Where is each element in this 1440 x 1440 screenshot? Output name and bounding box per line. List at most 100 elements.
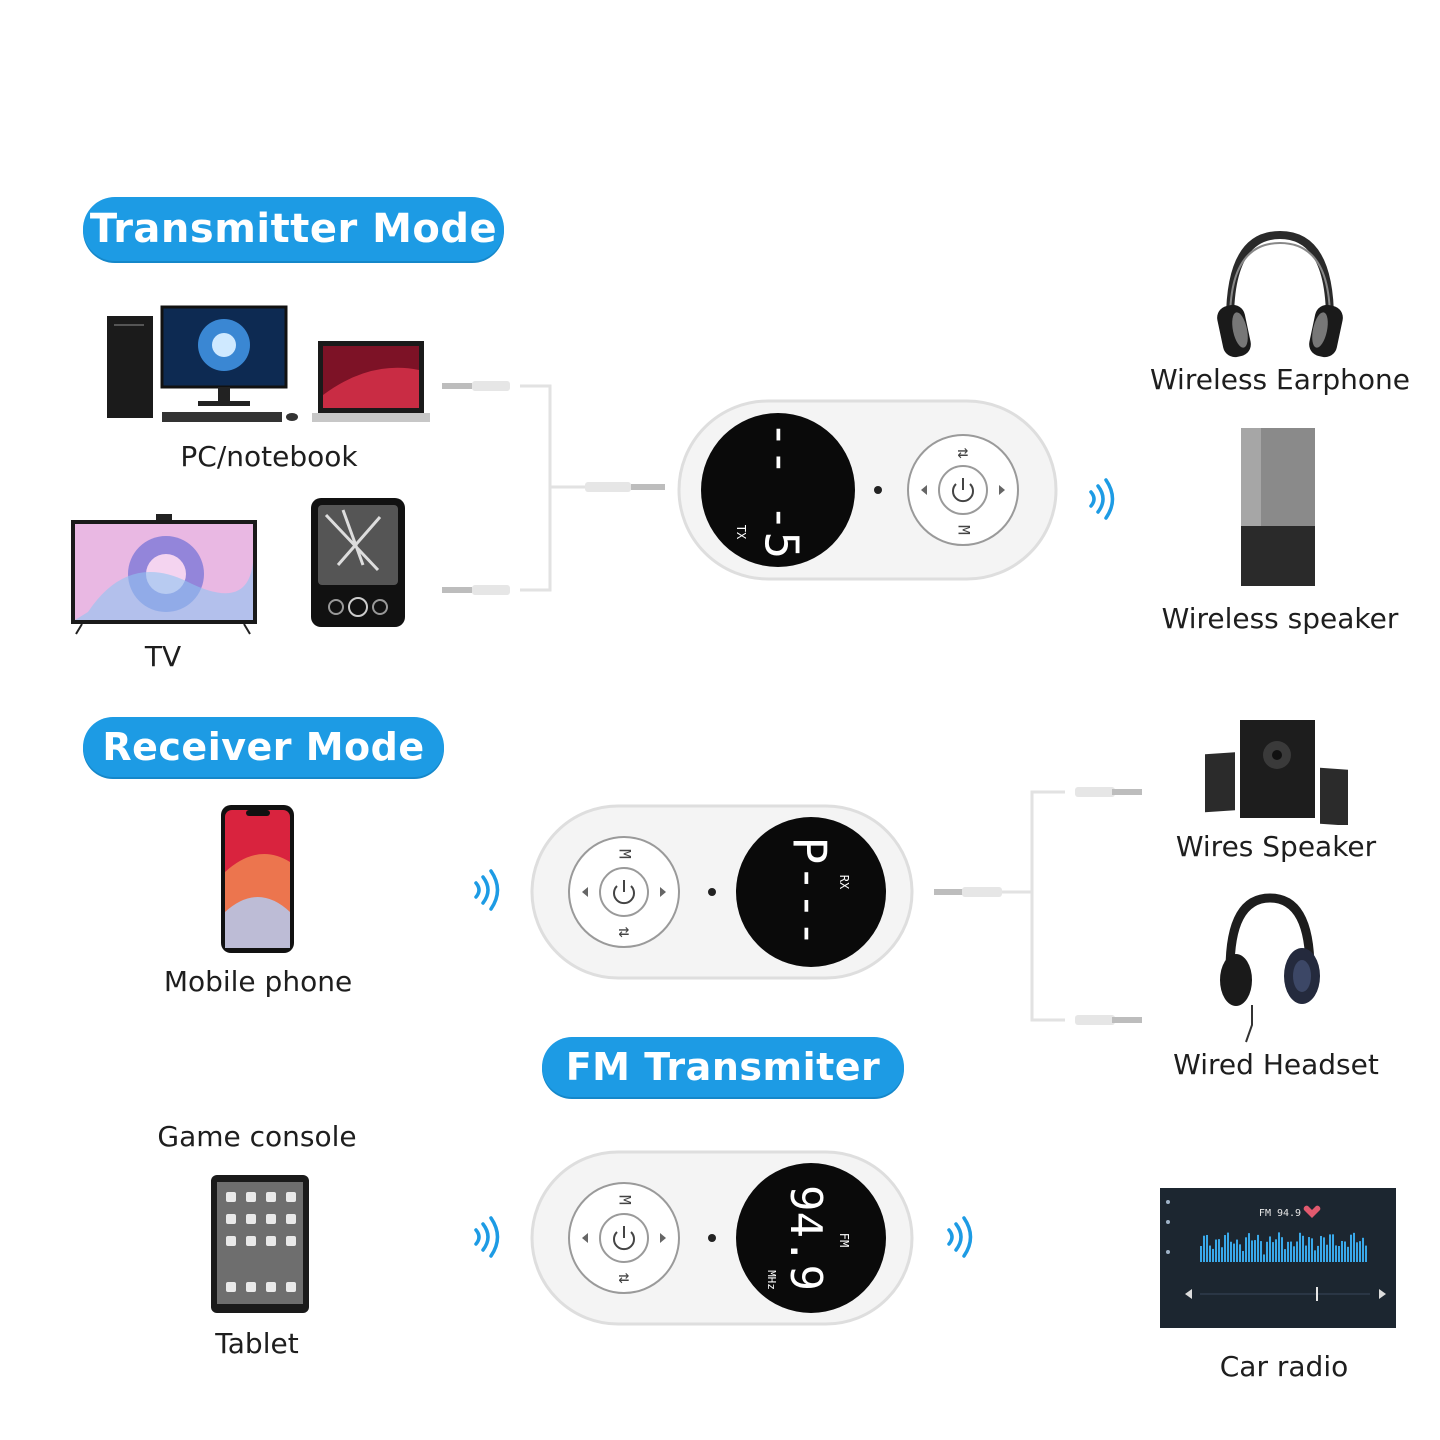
- equalizer-bar: [1248, 1233, 1250, 1262]
- transmitter-mode-badge: Transmitter Mode: [83, 197, 504, 261]
- equalizer-bar: [1278, 1232, 1280, 1262]
- equalizer-bar: [1275, 1239, 1277, 1262]
- equalizer-bar: [1281, 1237, 1283, 1262]
- receiver-mode-badge: Receiver Mode: [83, 717, 444, 777]
- keyboard-icon: [162, 412, 298, 422]
- equalizer-bar: [1359, 1241, 1361, 1262]
- equalizer-bar: [1215, 1239, 1217, 1262]
- equalizer-bar: [1335, 1245, 1337, 1262]
- headphones-icon: [1217, 230, 1343, 358]
- equalizer-bar: [1296, 1241, 1298, 1262]
- signal-wave-icon: [474, 869, 500, 911]
- wired-headset-label: Wired Headset: [1173, 1048, 1379, 1081]
- prev-arrow-icon: [582, 1233, 588, 1243]
- equalizer-bar: [1245, 1237, 1247, 1262]
- equalizer-bar: [1350, 1234, 1352, 1262]
- fm-swap-button: ⇅: [614, 1273, 635, 1284]
- wires-speaker-illustration: [1205, 720, 1348, 825]
- speaker-system-icon: [1205, 720, 1348, 825]
- equalizer-bar: [1311, 1238, 1313, 1262]
- adapter-receiver: M ⇅ P--- RX: [530, 804, 914, 980]
- tx-display-text: -- -5: [755, 421, 809, 559]
- equalizer-bar: [1305, 1245, 1307, 1262]
- mp3-player-illustration: [311, 498, 405, 627]
- wireless-speaker-label: Wireless speaker: [1161, 602, 1399, 635]
- wireless-speaker-illustration: [1241, 428, 1315, 586]
- equalizer-bar: [1320, 1235, 1322, 1262]
- heart-icon: [1303, 1205, 1321, 1218]
- car-radio-illustration: FM 94.9: [1160, 1188, 1396, 1328]
- fm-unit: MHz: [765, 1270, 778, 1290]
- equalizer-bar: [1308, 1237, 1310, 1262]
- equalizer-bar: [1230, 1241, 1232, 1262]
- fm-display-text: 94.9: [780, 1185, 831, 1291]
- next-track-icon: [1379, 1289, 1386, 1299]
- wired-headphones-icon: [1220, 893, 1320, 1043]
- prev-arrow-icon: [582, 887, 588, 897]
- adapter-transmitter: -- -5 TX ⇅ M: [677, 399, 1058, 581]
- equalizer-bar: [1302, 1235, 1304, 1262]
- wireless-earphone-label: Wireless Earphone: [1149, 363, 1411, 396]
- equalizer-bar: [1227, 1232, 1229, 1262]
- equalizer-bar: [1218, 1239, 1220, 1262]
- prev-track-icon: [1185, 1289, 1192, 1299]
- equalizer-bar: [1206, 1234, 1208, 1262]
- equalizer-bar: [1332, 1234, 1334, 1262]
- equalizer-bar: [1344, 1241, 1346, 1262]
- fm-m-button: M: [616, 1195, 635, 1205]
- tv-illustration: [71, 514, 257, 635]
- equalizer-bar: [1353, 1232, 1355, 1262]
- rx-tag: RX: [837, 875, 851, 890]
- next-arrow-icon: [999, 485, 1005, 495]
- equalizer-bar: [1233, 1243, 1235, 1262]
- power-icon: [952, 478, 974, 503]
- equalizer-bar: [1284, 1249, 1286, 1262]
- wireless-earphone-illustration: [1217, 230, 1343, 358]
- equalizer-bar: [1329, 1234, 1331, 1262]
- power-icon: [613, 880, 635, 905]
- equalizer-bar: [1347, 1246, 1349, 1262]
- equalizer-bar: [1254, 1240, 1256, 1262]
- equalizer-bar: [1239, 1244, 1241, 1262]
- mp3-player-icon: [311, 498, 405, 627]
- equalizer-bar: [1221, 1247, 1223, 1262]
- equalizer-bar: [1257, 1234, 1259, 1262]
- equalizer-bar: [1326, 1244, 1328, 1262]
- equalizer-bar: [1287, 1241, 1289, 1262]
- equalizer-bar: [1293, 1246, 1295, 1262]
- equalizer-bar: [1323, 1237, 1325, 1262]
- pc-notebook-label: PC/notebook: [180, 440, 358, 473]
- mobile-phone-label: Mobile phone: [163, 965, 353, 998]
- equalizer-bar: [1263, 1254, 1265, 1262]
- equalizer-bar: [1260, 1241, 1262, 1262]
- next-arrow-icon: [660, 1233, 666, 1243]
- car-radio-label: Car radio: [1219, 1350, 1349, 1383]
- equalizer-bar: [1209, 1245, 1211, 1262]
- prev-arrow-icon: [921, 485, 927, 495]
- mobile-phone-illustration: [221, 805, 294, 953]
- adapter-fm: M ⇅ 94.9 FM MHz: [530, 1150, 914, 1326]
- equalizer-bar: [1224, 1235, 1226, 1262]
- tablet-icon: [211, 1175, 309, 1313]
- equalizer-bar: [1338, 1246, 1340, 1262]
- signal-wave-icon: [474, 1216, 500, 1258]
- equalizer-bar: [1266, 1241, 1268, 1262]
- tablet-label: Tablet: [215, 1327, 299, 1360]
- pc-tower-icon: [107, 316, 153, 418]
- equalizer-bar: [1299, 1232, 1301, 1262]
- equalizer-bar: [1269, 1236, 1271, 1262]
- fm-display: [736, 1163, 886, 1313]
- signal-wave-icon: [947, 1216, 973, 1258]
- equalizer-bar: [1290, 1241, 1292, 1262]
- equalizer-bar: [1317, 1245, 1319, 1262]
- wired-headset-illustration: [1220, 893, 1320, 1043]
- tx-tag: TX: [734, 525, 748, 540]
- tx-swap-button: ⇅: [953, 448, 974, 459]
- tx-display: [701, 413, 855, 567]
- rx-display: [736, 817, 886, 967]
- equalizer-bar: [1203, 1235, 1205, 1262]
- power-icon: [613, 1226, 635, 1251]
- car-radio-station: FM 94.9: [1259, 1208, 1301, 1219]
- smartphone-icon: [221, 805, 294, 953]
